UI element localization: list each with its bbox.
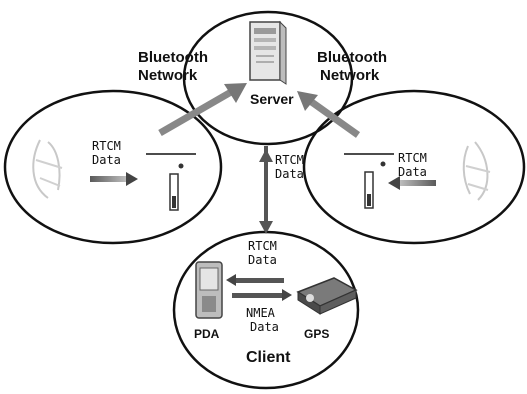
rtcm-center-line1: RTCM bbox=[275, 153, 304, 167]
bluetooth-right-line1: Bluetooth bbox=[317, 49, 387, 66]
pda-label: PDA bbox=[194, 327, 220, 341]
rtcm-center-line2: Data bbox=[275, 167, 304, 181]
client-label: Client bbox=[246, 349, 291, 366]
rtcm-right-line2: Data bbox=[398, 165, 427, 179]
rtcm-to-pda-arrow bbox=[226, 274, 284, 286]
receiver-antenna-icon bbox=[365, 162, 386, 209]
nmea-line2: Data bbox=[250, 320, 279, 334]
server-label: Server bbox=[250, 91, 294, 107]
gps-device-icon bbox=[298, 278, 356, 314]
nmea-line1: NMEA bbox=[246, 306, 276, 320]
left-rtcm-arrow bbox=[90, 172, 138, 186]
server-icon bbox=[250, 22, 286, 84]
satellite-dish-icon bbox=[33, 140, 62, 198]
bluetooth-left-line2: Network bbox=[138, 67, 198, 84]
receiver-antenna-icon bbox=[170, 164, 184, 211]
rtcm-left-line1: RTCM bbox=[92, 139, 121, 153]
satellite-dish-icon bbox=[464, 142, 490, 200]
rtcm-left-line2: Data bbox=[92, 153, 121, 167]
gps-label: GPS bbox=[304, 327, 329, 341]
bluetooth-right-line2: Network bbox=[320, 67, 380, 84]
bluetooth-left-line1: Bluetooth bbox=[138, 49, 208, 66]
rtcm-client-line1: RTCM bbox=[248, 239, 277, 253]
pda-icon bbox=[196, 262, 222, 318]
rtcm-right-line1: RTCM bbox=[398, 151, 427, 165]
rtcm-client-line2: Data bbox=[248, 253, 277, 267]
server-to-client-arrow bbox=[259, 146, 273, 234]
nmea-to-gps-arrow bbox=[232, 289, 292, 301]
